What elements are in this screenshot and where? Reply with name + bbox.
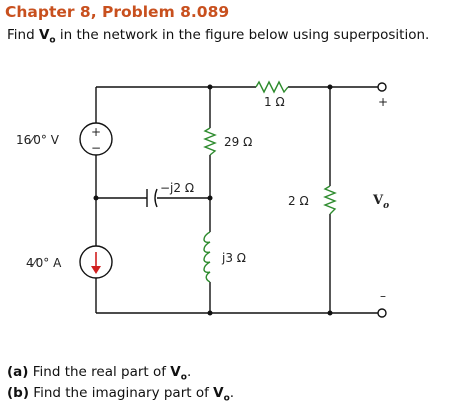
resistor-29-ohm: [203, 127, 217, 156]
problem-prompt: Find Vo in the network in the figure bel…: [7, 27, 430, 46]
resistor-1-ohm: [255, 80, 289, 94]
voltage-source-minus: −: [91, 141, 101, 155]
resistor-2-label: 2 Ω: [288, 194, 309, 208]
part-a-question: (a) Find the real part of Vo.: [7, 364, 192, 383]
inductor-label: j3 Ω: [221, 251, 246, 265]
voltage-source: [79, 122, 113, 156]
voltage-source-label: 16⁄0° V: [16, 133, 60, 147]
voltage-source-plus: +: [91, 125, 101, 139]
output-plus-sign: +: [378, 95, 388, 109]
output-minus-sign: –: [380, 289, 386, 303]
part-b-question: (b) Find the imaginary part of Vo.: [7, 385, 235, 404]
inductor-j3: [203, 231, 211, 283]
current-arrow-icon: [91, 266, 101, 274]
resistor-2-ohm: [323, 185, 337, 215]
output-voltage-label: Vo: [372, 193, 389, 211]
problem-title: Chapter 8, Problem 8.089: [5, 3, 230, 21]
output-terminal-top: [377, 82, 387, 92]
output-terminal-bottom: [377, 308, 387, 318]
junction-dots: [93, 84, 333, 316]
resistor-29-label: 29 Ω: [224, 135, 252, 149]
current-source-label: 4⁄0° A: [26, 256, 62, 270]
capacitor-label: −j2 Ω: [160, 181, 194, 195]
resistor-1-label: 1 Ω: [264, 95, 285, 109]
circuit-wires: [95, 86, 378, 314]
